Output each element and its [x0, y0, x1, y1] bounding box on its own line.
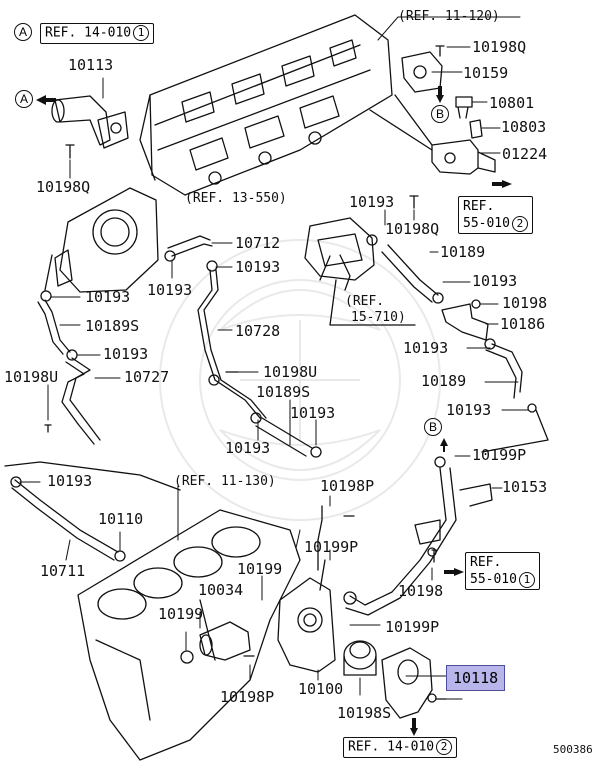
ref-box-number: 1: [133, 25, 150, 41]
part-label: 10113: [68, 56, 114, 74]
part-label: 10198P: [320, 477, 375, 495]
ref-box-number: 2: [436, 739, 453, 755]
ref-box-line2: 55-010: [463, 216, 510, 231]
part-label: 10189: [421, 372, 467, 390]
hose-10711: [4, 461, 181, 562]
part-label: 10193: [403, 339, 449, 357]
part-label: 10193: [349, 193, 395, 211]
ref-box-number: 1: [518, 571, 535, 588]
part-label: 10199P: [304, 538, 359, 556]
water-pipe-10153: [343, 456, 493, 616]
ref-11-120: (REF. 11-120): [398, 9, 500, 24]
part-label: 10198: [398, 582, 444, 600]
part-label: 10034: [198, 581, 244, 599]
part-label: 10153: [502, 478, 548, 496]
hose-10189-right: [381, 244, 444, 304]
hose-10189s-mid: [250, 412, 322, 458]
part-label: 10159: [463, 64, 509, 82]
callout-b-top: B: [431, 105, 449, 123]
ref-box-number: 2: [511, 215, 528, 232]
ref-15-710: (REF. 15-710): [345, 294, 406, 326]
part-label: 10803: [501, 118, 547, 136]
part-label: 10193: [290, 404, 336, 422]
water-outlet-pipe: [369, 94, 496, 175]
direction-arrows: [36, 86, 512, 736]
part-label: 10199P: [385, 618, 440, 636]
part-label: 10189S: [85, 317, 140, 335]
part-label: 10199: [158, 605, 204, 623]
part-label: 10728: [235, 322, 281, 340]
part-label: 10193: [103, 345, 149, 363]
watermark-emblem: [159, 239, 441, 521]
thermostat-10110: [343, 640, 377, 676]
part-label: 10193: [235, 258, 281, 276]
ref-line1: (REF.: [345, 294, 385, 309]
part-label: 10193: [85, 288, 131, 306]
part-label: 10100: [298, 680, 344, 698]
part-label: 10193: [446, 401, 492, 419]
cylinder-head: [139, 14, 393, 196]
ref-box-text: REF. 14-010: [348, 739, 435, 755]
part-label: 10712: [235, 234, 281, 252]
hoses-left: [37, 254, 101, 445]
turbo-unit: [304, 217, 416, 326]
part-label: 10199P: [472, 446, 527, 464]
bracket-10186: [441, 299, 489, 341]
part-label: 10198Q: [385, 220, 440, 238]
part-label: 10711: [40, 562, 86, 580]
temperature-sensors: [455, 96, 483, 139]
part-label: 10189: [440, 243, 486, 261]
callout-b-mid: B: [424, 418, 442, 436]
part-label: 10198: [502, 294, 548, 312]
part-label: 10801: [489, 94, 535, 112]
part-label: 01224: [502, 145, 548, 163]
ref-box-text: REF.: [470, 555, 502, 570]
part-label: 10186: [500, 315, 546, 333]
callout-a-top: A: [14, 23, 32, 41]
part-label: 10198U: [4, 368, 59, 386]
diagram-code: 500386: [553, 743, 593, 756]
part-label: 10110: [98, 510, 144, 528]
part-label: 10193: [47, 472, 93, 490]
ref-11-130: (REF. 11-130): [174, 474, 276, 489]
part-label: 10727: [124, 368, 170, 386]
part-label: 10193: [472, 272, 518, 290]
water-fitting-10113: [51, 95, 129, 149]
ref-box-text: REF.: [463, 199, 495, 214]
leader-lines: [19, 16, 529, 700]
part-label: 10199: [237, 560, 283, 578]
thermostat-cover-10118: [381, 647, 437, 719]
throttle-body: [54, 187, 159, 293]
water-fitting-10034: [180, 621, 251, 664]
ref-line2: 15-710): [351, 310, 406, 325]
pipe-10728: [197, 260, 267, 419]
part-label: 10189S: [256, 383, 311, 401]
part-label: 10198S: [337, 704, 392, 722]
ref-13-550: (REF. 13-550): [185, 191, 287, 206]
ref-box-line2: 55-010: [470, 572, 517, 587]
hose-10712: [164, 235, 213, 262]
ref-box-text: REF. 14-010: [45, 25, 132, 41]
hose-10189-lower: [481, 338, 549, 453]
part-label: 10198U: [263, 363, 318, 381]
part-label: 10198Q: [472, 38, 527, 56]
part-label: 10198P: [220, 688, 275, 706]
part-label: 10193: [147, 281, 193, 299]
part-label: 10193: [225, 439, 271, 457]
bolts: [44, 45, 447, 700]
callout-a-left: A: [15, 90, 33, 108]
part-label: 10198Q: [36, 178, 91, 196]
thermostat-housing-10100: [277, 505, 336, 673]
highlighted-part-10118[interactable]: 10118: [446, 665, 506, 691]
